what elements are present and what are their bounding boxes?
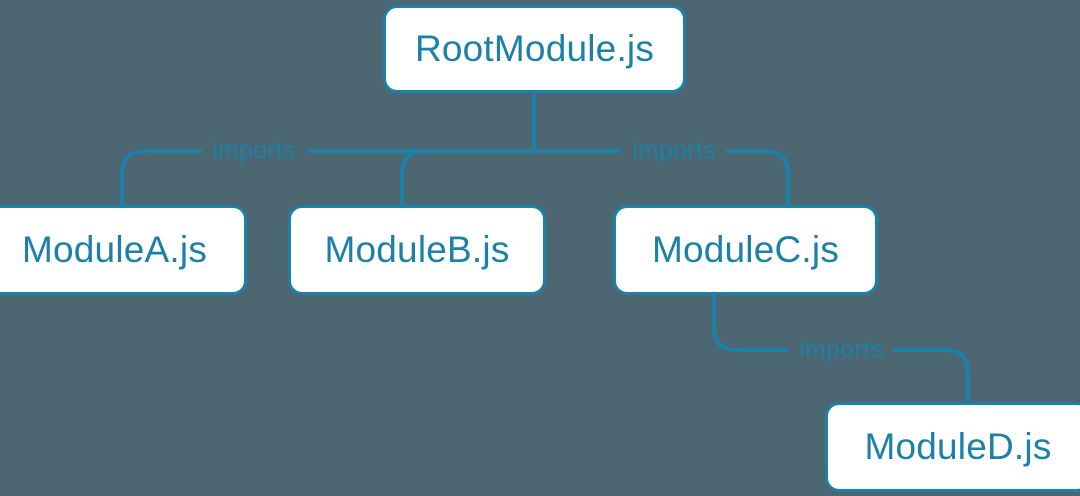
node-modulea[interactable]: ModuleA.js: [0, 205, 247, 295]
edge-root-to-modulea: [120, 149, 147, 207]
node-modulec[interactable]: ModuleC.js: [613, 205, 878, 295]
edge-label-modulec-to-moduled: imports: [788, 337, 894, 363]
edge-root-to-modulec: [762, 149, 790, 207]
node-moduleb[interactable]: ModuleB.js: [288, 205, 546, 295]
edge-label-root-to-modulea: imports: [201, 138, 307, 164]
node-modulec-label: ModuleC.js: [651, 229, 840, 270]
node-rootmodule[interactable]: RootModule.js: [383, 5, 686, 93]
edge-root-to-moduleb: [400, 149, 427, 207]
node-rootmodule-label: RootModule.js: [414, 28, 655, 69]
node-moduleb-label: ModuleB.js: [324, 229, 510, 270]
node-moduled-label: ModuleD.js: [864, 426, 1052, 467]
edge-label-root-to-modulec: imports: [621, 138, 727, 164]
node-moduled[interactable]: ModuleD.js: [825, 402, 1080, 492]
node-modulea-label: ModuleA.js: [21, 229, 208, 270]
